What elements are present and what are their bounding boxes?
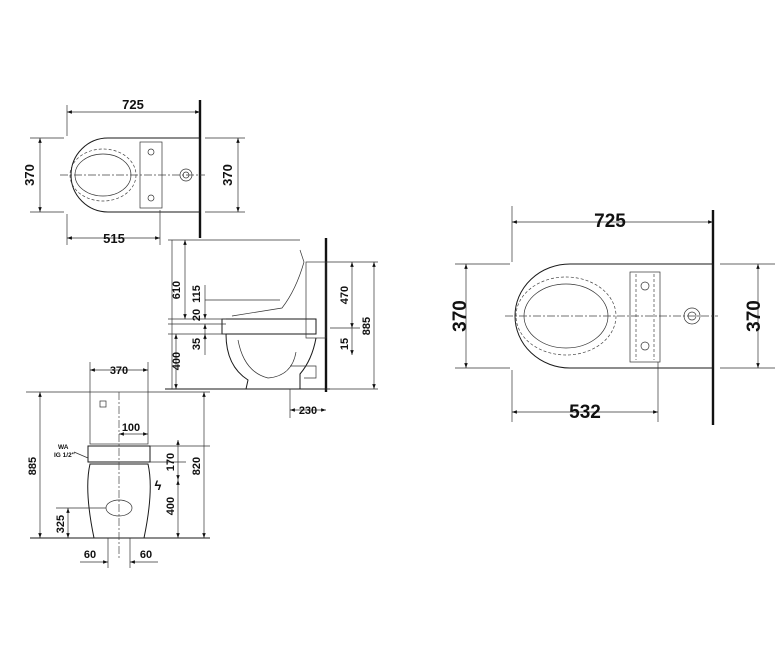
dim-15: 15 bbox=[339, 338, 351, 350]
dim-230: 230 bbox=[299, 405, 317, 417]
dim-60-right: 60 bbox=[140, 549, 152, 561]
electric-connection-icon: ϟ bbox=[155, 478, 162, 493]
dim-885-front: 885 bbox=[27, 457, 39, 475]
dim-depth-left: 370 bbox=[450, 300, 471, 332]
front-view: ϟ WA IG 1/2" 370 100 885 325 170 400 820… bbox=[26, 362, 210, 568]
dim-width-front: 370 bbox=[110, 365, 128, 377]
dim-width: 725 bbox=[594, 211, 626, 232]
dim-width: 725 bbox=[122, 97, 144, 112]
dim-100: 100 bbox=[122, 422, 140, 434]
dim-400-side: 400 bbox=[171, 352, 183, 370]
dim-610: 610 bbox=[171, 281, 183, 299]
bowl bbox=[225, 333, 317, 390]
toilet-outline bbox=[514, 263, 714, 369]
dim-depth-right: 370 bbox=[744, 300, 765, 332]
label-wa: WA bbox=[58, 444, 69, 451]
dim-325: 325 bbox=[55, 515, 67, 533]
dim-400-front: 400 bbox=[165, 497, 177, 515]
dim-60-left: 60 bbox=[84, 549, 96, 561]
trap bbox=[237, 339, 297, 379]
dim-170: 170 bbox=[165, 453, 177, 471]
control-unit bbox=[139, 141, 163, 209]
side-view: 610 115 20 35 400 470 15 885 230 bbox=[165, 238, 378, 418]
dim-115: 115 bbox=[191, 285, 203, 303]
dim-20: 20 bbox=[191, 309, 203, 321]
seat bbox=[221, 318, 317, 335]
dim-seat-length: 515 bbox=[103, 231, 125, 246]
water-connection-icon bbox=[683, 307, 701, 325]
control-unit bbox=[629, 271, 661, 363]
dim-seat-length: 532 bbox=[569, 402, 601, 423]
dim-470: 470 bbox=[339, 286, 351, 304]
label-thread: IG 1/2" bbox=[54, 452, 75, 459]
top-view-large: 725 370 370 532 bbox=[450, 206, 775, 425]
open-lid bbox=[231, 249, 305, 317]
dim-depth-left: 370 bbox=[22, 164, 37, 186]
dim-885-side: 885 bbox=[361, 317, 373, 335]
dim-820: 820 bbox=[191, 457, 203, 475]
water-connection-icon bbox=[179, 168, 193, 182]
bowl-front bbox=[87, 463, 151, 539]
dim-depth-right: 370 bbox=[220, 164, 235, 186]
dim-35: 35 bbox=[191, 338, 203, 350]
top-view-small: 725 370 370 515 bbox=[22, 97, 245, 246]
toilet-outline bbox=[70, 137, 201, 213]
